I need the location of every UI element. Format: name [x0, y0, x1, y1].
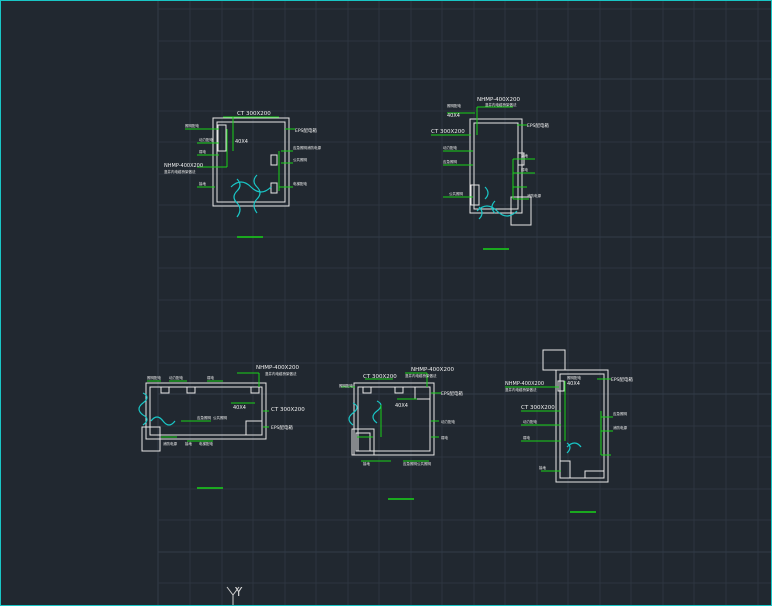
plan5-eps-label: EPS配电箱	[611, 376, 633, 383]
shaft-plan-4[interactable]: CT 300X200 NHMP-400X200 竖井内电缆桥架做法 40X4 E…	[339, 367, 463, 500]
plan1-label-h: 电梯配电	[293, 181, 307, 186]
leader-lines	[185, 116, 295, 191]
plan5-label-b: 动力配电	[523, 419, 537, 424]
plan1-label-b: 动力配电	[199, 137, 213, 142]
plan1-label-a: 照明配电	[185, 123, 199, 128]
shaft-plan-5[interactable]: NHMP-400X200 竖井内电缆桥架做法 40X4 CT 300X200 E…	[505, 349, 633, 513]
plan3-label-d: 应急照明	[197, 415, 211, 420]
plan5-size-label: 40X4	[567, 381, 580, 387]
plan4-eps-label: EPS配电箱	[441, 390, 463, 397]
plan3-note-label: 竖井内电缆桥架做法	[265, 371, 297, 376]
plan5-label-d: 接地	[539, 465, 547, 470]
plan2-label-a: 照明配电	[447, 103, 461, 108]
plan4-note-label: 竖井内电缆桥架做法	[405, 373, 437, 378]
plan2-note-label: 竖井内电缆桥架做法	[485, 102, 517, 107]
shaft-plan-2[interactable]: NHMP-400X200 竖井内电缆桥架做法 40X4 CT 300X200 E…	[431, 97, 549, 250]
plan1-label-g: 公共照明	[293, 157, 307, 162]
ucs-y-axis-label: Y	[234, 585, 243, 599]
shaft-walls	[542, 349, 609, 483]
plan2-size-label: 40X4	[447, 113, 460, 119]
break-lines	[566, 442, 582, 454]
plan1-nhmp-label: NHMP-400X200	[164, 163, 203, 169]
plan2-eps-label: EPS配电箱	[527, 122, 549, 129]
plan1-label-f: 消防电源	[307, 145, 321, 150]
shaft-walls	[212, 117, 290, 207]
plan2-nhmp-label: NHMP-400X200	[477, 97, 520, 103]
leader-lines	[431, 106, 535, 200]
plan3-label-h: 电梯配电	[199, 441, 213, 446]
background-grid	[157, 1, 771, 605]
plan5-nhmp-label: NHMP-400X200	[505, 381, 544, 387]
plan3-label-c: 弱电	[207, 375, 214, 380]
plan5-label-f: 消防电源	[613, 425, 627, 430]
plan4-size-label: 40X4	[395, 403, 408, 409]
plan3-label-f: 消防电源	[163, 441, 177, 446]
plan3-nhmp-label: NHMP-400X200	[256, 365, 299, 371]
shaft-plan-3[interactable]: NHMP-400X200 竖井内电缆桥架做法 40X4 CT 300X200 E…	[138, 365, 305, 489]
plan5-label-a: 照明配电	[567, 375, 581, 380]
break-lines	[476, 186, 518, 220]
leader-lines	[147, 372, 269, 442]
plan1-size-label: 40X4	[235, 139, 248, 145]
plan2-ct-label: CT 300X200	[431, 129, 465, 135]
plan3-label-a: 照明配电	[147, 375, 161, 380]
plan3-ct-label: CT 300X200	[271, 407, 305, 413]
plan2-label-c: 应急照明	[443, 159, 457, 164]
plan3-label-e: 公共照明	[213, 415, 227, 420]
break-lines	[138, 392, 176, 426]
plan4-label-d: 接地	[363, 461, 371, 466]
plan1-ct-label: CT 300X200	[237, 111, 271, 117]
break-lines	[230, 174, 272, 218]
break-lines	[348, 400, 382, 426]
plan4-label-f: 公共照明	[417, 461, 431, 466]
plan1-note-label: 竖井内电缆桥架做法	[164, 169, 196, 174]
plan3-size-label: 40X4	[233, 405, 246, 411]
plan5-ct-label: CT 300X200	[521, 405, 555, 411]
plan5-note-label: 竖井内电缆桥架做法	[505, 387, 537, 392]
plan3-eps-label: EPS配电箱	[271, 424, 293, 431]
plan2-label-e: 接地	[521, 153, 529, 158]
plan3-label-b: 动力配电	[169, 375, 183, 380]
plan1-label-e: 应急照明	[293, 145, 307, 150]
ucs-icon	[226, 586, 240, 605]
plan1-label-d: 接地	[199, 181, 206, 186]
plan5-label-e: 应急照明	[613, 411, 627, 416]
leader-lines	[505, 378, 613, 472]
plan4-label-b: 动力配电	[441, 419, 455, 424]
plan2-label-g: 消防电源	[527, 193, 541, 198]
plan4-label-e: 应急照明	[403, 461, 417, 466]
shaft-plan-1[interactable]: CT 300X200 EPS配电箱 NHMP-400X200 竖井内电缆桥架做法…	[164, 111, 321, 238]
plan2-label-d: 公共照明	[449, 191, 463, 196]
shaft-walls	[351, 382, 435, 456]
plan2-label-b: 动力配电	[443, 145, 457, 150]
leader-lines	[341, 372, 441, 462]
plan3-label-g: 接地	[185, 441, 192, 446]
plan5-label-c: 弱电	[523, 435, 531, 440]
plan4-nhmp-label: NHMP-400X200	[411, 367, 454, 373]
plan2-label-f: 弱电	[521, 167, 529, 172]
shaft-walls	[141, 382, 267, 452]
plan1-eps-label: EPS配电箱	[295, 127, 317, 134]
plan4-ct-label: CT 300X200	[363, 374, 397, 380]
plan4-label-a: 照明配电	[339, 383, 353, 388]
plan1-label-c: 弱电	[199, 149, 206, 154]
plan4-label-c: 弱电	[441, 435, 449, 440]
